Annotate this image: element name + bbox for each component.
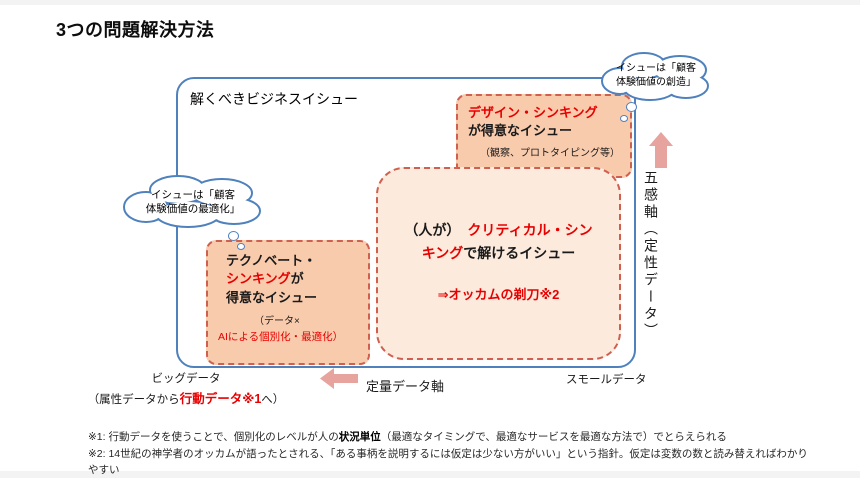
technovate-title-line2: シンキングが <box>226 270 362 288</box>
cloud-right-tail-bubble-2 <box>620 115 628 122</box>
technovate-thinking-box: テクノベート・ シンキングが 得意なイシュー （データ× AIによる個別化・最適… <box>206 240 370 365</box>
technovate-title-line1: テクノベート・ <box>226 253 317 268</box>
big-data-subtitle: （属性データから行動データ※1へ） <box>72 388 300 407</box>
thought-cloud-left-text: イシューは「顧客 体験価値の最適化」 <box>124 188 262 216</box>
big-data-sub-a: （属性データから <box>87 394 180 406</box>
cloud-left-line2: 体験価値の最適化」 <box>145 203 241 216</box>
footnote-1-bold: 状況単位 <box>338 431 381 443</box>
top-letterbox <box>0 0 860 5</box>
up-arrow-icon <box>649 132 673 168</box>
critical-thinking-box: （人が） クリティカル・シン キングで解けるイシュー ⇒オッカムの剃刀※2 <box>376 167 621 360</box>
cloud-right-tail-bubble-1 <box>626 102 637 112</box>
cloud-left-line1: イシューは「顧客 <box>151 189 235 201</box>
critical-line1-black: （人が） <box>404 222 461 238</box>
business-issue-label: 解くべきビジネスイシュー <box>190 91 358 107</box>
design-thinking-box: デザイン・シンキング が得意なイシュー （観察、プロトタイピング等） <box>456 94 632 178</box>
technovate-line2-red: シンキング <box>226 271 291 287</box>
thought-cloud-right <box>601 52 709 101</box>
big-data-title: ビッグデータ <box>151 373 221 385</box>
critical-line2-black: で解けるイシュー <box>463 244 576 261</box>
technovate-line2-black: が <box>290 271 304 287</box>
left-arrow-icon <box>320 368 358 389</box>
bottom-letterbox <box>0 471 860 478</box>
design-thinking-note: （観察、プロトタイピング等） <box>480 147 620 159</box>
footnote-1-c: （最適なタイミングで、最適なサービスを最適な方法で）でとらえられる <box>380 431 727 443</box>
technovate-note-line1: （データ× <box>254 316 300 328</box>
slide-title: 3つの問題解決方法 <box>56 20 215 40</box>
occams-razor-note: ⇒オッカムの剃刀※2 <box>437 287 560 303</box>
footnote-1: ※1: 行動データを使うことで、個別化のレベルが人の状況単位（最適なタイミングで… <box>88 429 814 446</box>
quantitative-axis-label: 定量データ軸 <box>366 379 445 394</box>
qualitative-axis-label: 五感軸（定性データ） <box>643 170 659 340</box>
small-data-label: スモールデータ <box>566 374 647 386</box>
design-thinking-subtitle: が得意なイシュー <box>468 123 573 139</box>
cloud-right-line2: 体験価値の創造」 <box>616 76 696 88</box>
critical-thinking-text: （人が） クリティカル・シン キングで解けるイシュー <box>378 219 619 264</box>
footnotes: ※1: 行動データを使うことで、個別化のレベルが人の状況単位（最適なタイミングで… <box>88 429 814 478</box>
big-data-sub-red: 行動データ※1 <box>179 392 262 406</box>
technovate-note-line2: AIによる個別化・最適化） <box>218 331 344 344</box>
technovate-title-line3: 得意なイシュー <box>226 289 318 305</box>
design-thinking-title: デザイン・シンキング <box>468 105 598 120</box>
big-data-sub-c: へ） <box>261 394 285 406</box>
thought-cloud-left <box>123 175 261 228</box>
cloud-left-tail-bubble-1 <box>228 231 239 241</box>
big-data-label: ビッグデータ （属性データから行動データ※1へ） <box>72 370 300 407</box>
footnote-1-a: ※1: 行動データを使うことで、個別化のレベルが人の <box>88 431 339 443</box>
critical-line2-red: キング <box>421 244 464 261</box>
critical-line1-red: クリティカル・シン <box>467 222 593 238</box>
cloud-left-tail-bubble-2 <box>237 243 245 250</box>
cloud-right-line1: イシューは「顧客 <box>616 63 696 74</box>
footnote-2: ※2: 14世紀の神学者のオッカムが語ったとされる、「ある事柄を説明するには仮定… <box>88 447 808 477</box>
thought-cloud-right-text: イシューは「顧客 体験価値の創造」 <box>604 62 708 89</box>
